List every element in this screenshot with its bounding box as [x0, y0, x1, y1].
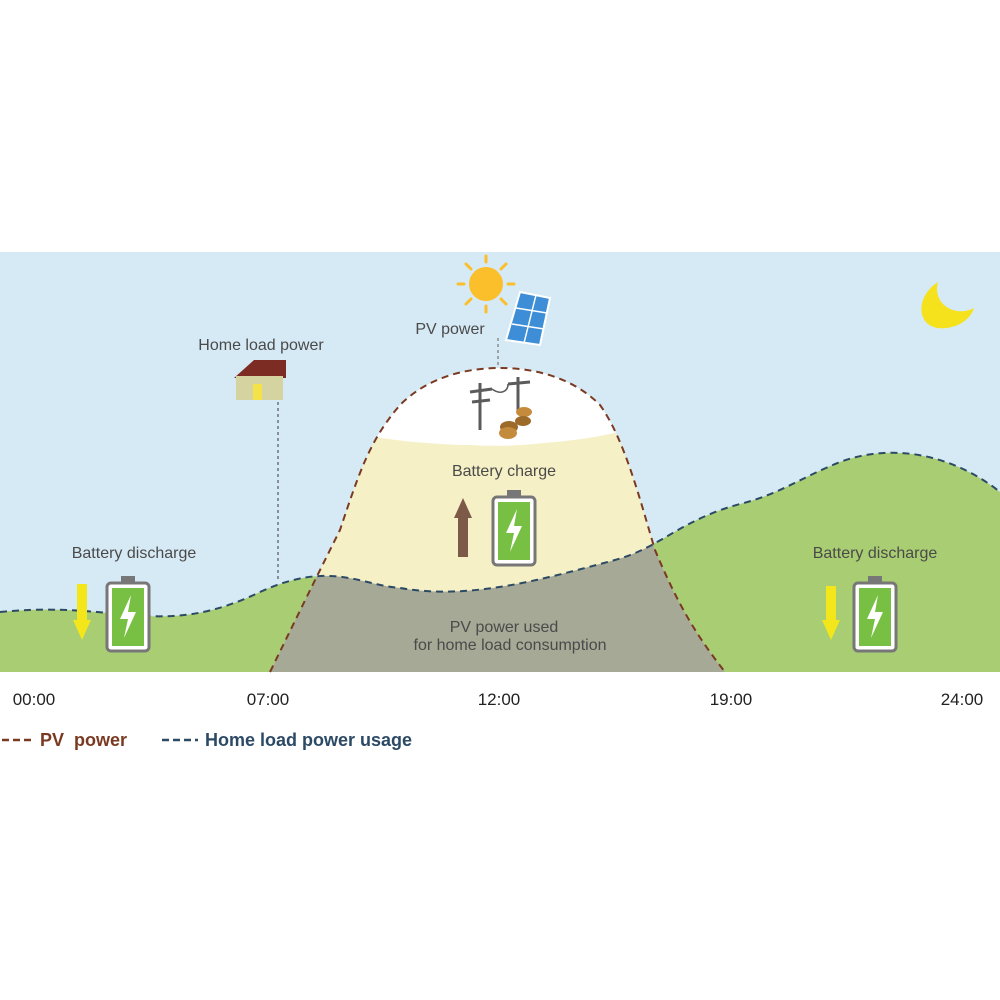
- battery-icon: [852, 576, 898, 653]
- battery-icon: [491, 490, 537, 567]
- pv-used-label-line1: PV power used: [450, 619, 559, 636]
- time-tick: 19:00: [710, 690, 753, 709]
- home-load-power-label: Home load power: [198, 337, 324, 354]
- coins-icon: [499, 407, 532, 439]
- home-load-curve: [0, 451, 1000, 618]
- time-tick: 12:00: [478, 690, 521, 709]
- pv-power-curve: [269, 366, 726, 673]
- arrow-icon: [73, 584, 91, 640]
- arrow-icon: [454, 498, 472, 557]
- arrow-icon: [822, 586, 840, 640]
- legend-pv-label: PV power: [40, 730, 127, 750]
- solar-panel-icon: [504, 290, 552, 347]
- power-pole-icon: [469, 377, 531, 430]
- time-tick: 24:00: [941, 690, 984, 709]
- battery-discharge-left-label: Battery discharge: [72, 545, 197, 562]
- battery-icon: [105, 576, 151, 653]
- time-tick: 07:00: [247, 690, 290, 709]
- time-tick: 00:00: [13, 690, 56, 709]
- grid-export-area: [340, 368, 640, 446]
- pv-used-label-line2: for home load consumption: [414, 637, 607, 654]
- grid-boundary-curve: [397, 427, 603, 446]
- battery-discharge-right-label: Battery discharge: [813, 545, 938, 562]
- pv-power-label: PV power: [415, 321, 485, 338]
- legend-home-load-label: Home load power usage: [205, 730, 412, 750]
- legend: PV power Home load power usage: [2, 730, 412, 750]
- home-load-area: [0, 452, 1000, 672]
- house-icon: [234, 360, 286, 400]
- sun-icon: [456, 254, 516, 314]
- battery-charge-label: Battery charge: [452, 463, 556, 480]
- moon-icon: [921, 282, 974, 329]
